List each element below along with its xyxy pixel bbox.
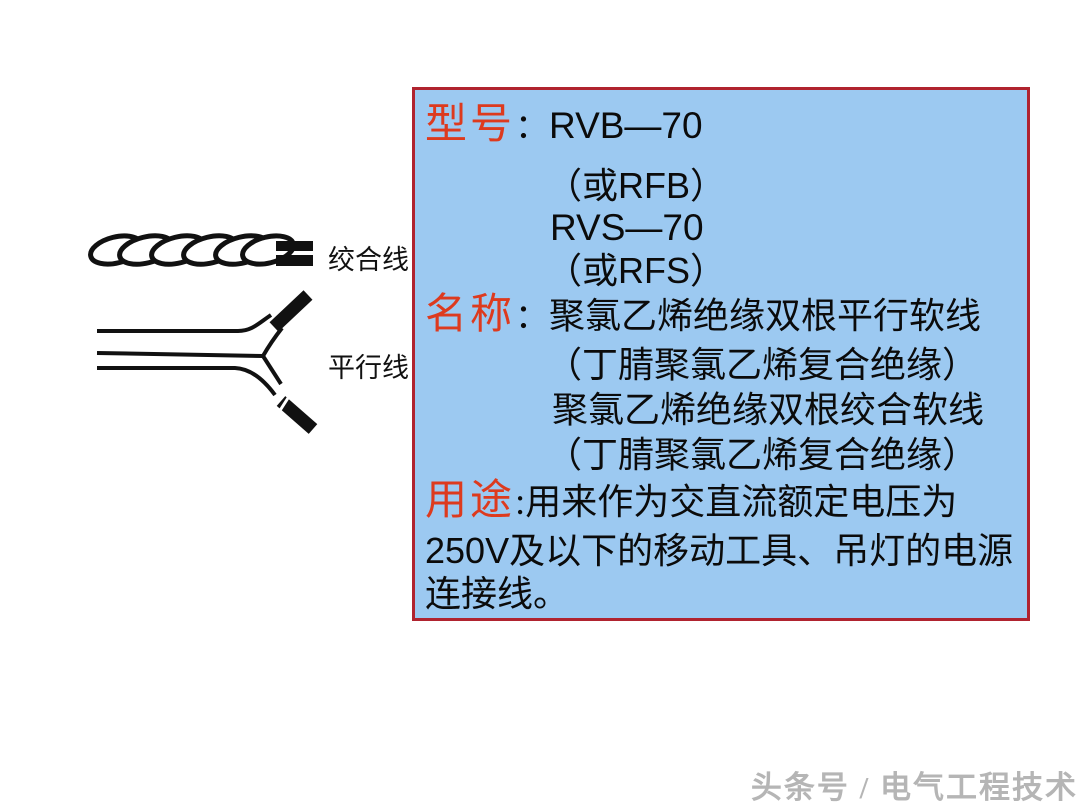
model-heading: 型号 bbox=[425, 102, 516, 148]
model-alt1: （或RFB） bbox=[546, 165, 727, 206]
model-alt1-row: （或RFB） bbox=[546, 165, 726, 206]
parallel-wire-illustration bbox=[96, 290, 318, 434]
use-row: 用途:用来作为交直流额定电压为 bbox=[425, 480, 957, 525]
wire-info-box: 型号：RVB—70 （或RFB） RVS—70 （或RFS） 名称：聚氯乙烯绝缘… bbox=[412, 87, 1030, 621]
twisted-wire-bare-end-bottom bbox=[276, 255, 313, 266]
name-value: 聚氯乙烯绝缘双根平行软线 bbox=[549, 296, 982, 336]
model-row: 型号：RVB—70 bbox=[425, 104, 703, 148]
parallel-wire-bare-end-bottom bbox=[276, 396, 318, 434]
name-line3-row: 聚氯乙烯绝缘双根绞合软线 bbox=[552, 390, 984, 431]
name-line2-row: （丁腈聚氯乙烯复合绝缘） bbox=[546, 345, 978, 386]
use-line2: 250V及以下的移动工具、吊灯的电源 bbox=[425, 530, 1014, 571]
use-line3-row: 连接线。 bbox=[425, 574, 569, 615]
use-heading: 用途 bbox=[425, 478, 516, 524]
name-line4: （丁腈聚氯乙烯复合绝缘） bbox=[546, 435, 979, 475]
name-row: 名称：聚氯乙烯绝缘双根平行软线 bbox=[425, 294, 981, 337]
use-line3: 连接线。 bbox=[425, 574, 570, 614]
use-value: 用来作为交直流额定电压为 bbox=[525, 482, 958, 522]
name-heading: 名称 bbox=[425, 292, 516, 338]
parallel-wire-label: 平行线 bbox=[328, 353, 409, 383]
name-line3: 聚氯乙烯绝缘双根绞合软线 bbox=[552, 390, 985, 430]
use-line2-row: 250V及以下的移动工具、吊灯的电源 bbox=[425, 530, 1013, 571]
model-colon: ： bbox=[515, 109, 550, 146]
watermark: 头条号 / 电气工程技术 bbox=[750, 770, 1078, 805]
name-line2: （丁腈聚氯乙烯复合绝缘） bbox=[546, 345, 979, 385]
twisted-wire-illustration bbox=[88, 233, 313, 267]
model-value2: RVS—70 bbox=[550, 207, 704, 248]
use-colon: : bbox=[515, 482, 526, 523]
model-value: RVB—70 bbox=[549, 105, 703, 146]
model-alt2: （或RFS） bbox=[546, 250, 727, 291]
model-alt2-row: （或RFS） bbox=[546, 250, 726, 291]
name-colon: ： bbox=[515, 299, 550, 336]
twisted-wire-label: 绞合线 bbox=[328, 245, 409, 275]
model2-row: RVS—70 bbox=[550, 207, 704, 250]
name-line4-row: （丁腈聚氯乙烯复合绝缘） bbox=[546, 435, 978, 476]
parallel-wire-bare-end-top bbox=[269, 290, 313, 332]
twisted-wire-bare-end-top bbox=[276, 241, 313, 251]
